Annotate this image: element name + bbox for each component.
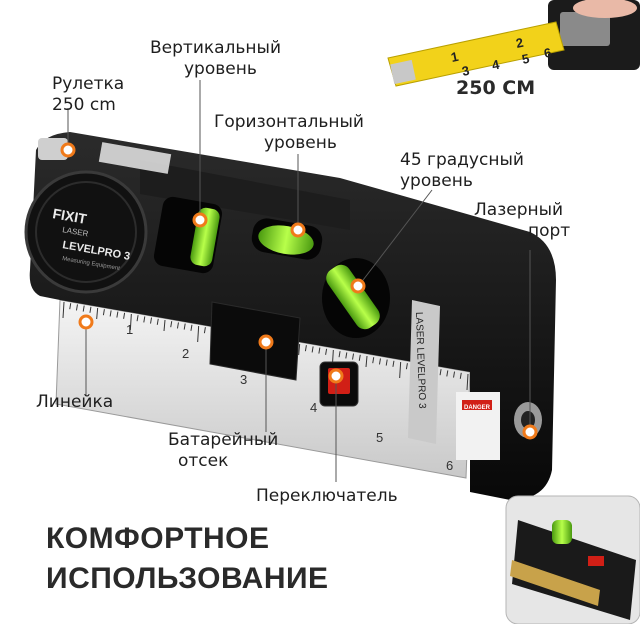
- label-tape-line1: Рулетка: [52, 74, 125, 94]
- label-45: 45 градусный уровень: [400, 150, 524, 192]
- label-vertical-line1: Вертикальный: [150, 38, 282, 58]
- ruler-tick: [385, 359, 388, 366]
- ruler-tick: [325, 348, 328, 355]
- label-laser-line2: порт: [528, 221, 571, 241]
- ruler-tick: [453, 371, 456, 378]
- headline-line2: ИСПОЛЬЗОВАНИЕ: [46, 562, 329, 595]
- label-horizontal: Горизонтальный уровень: [214, 112, 364, 154]
- leader-lines: [67, 80, 531, 482]
- side-text: LASER LEVELPRO 3: [413, 312, 427, 409]
- tape-tick-3: 3: [461, 63, 471, 79]
- ruler-tick: [311, 346, 314, 353]
- ruler-tick: [96, 307, 99, 320]
- ruler-tick: [129, 313, 132, 331]
- marker-ruler: [78, 314, 94, 330]
- ruler-tick: [392, 360, 395, 367]
- ruler-tick: [75, 304, 78, 311]
- ruler-tick: [378, 358, 381, 365]
- label-switch: Переключатель: [256, 486, 398, 506]
- ruler-tick: [338, 351, 341, 358]
- ruler-tick: [345, 352, 348, 359]
- label-battery-line1: Батарейный: [168, 430, 279, 450]
- label-horizontal-line1: Горизонтальный: [214, 112, 364, 132]
- marker-vertical: [192, 212, 208, 228]
- ruler-tick: [466, 373, 469, 391]
- ruler-tick: [150, 317, 153, 324]
- ruler-tick: [143, 316, 146, 323]
- ruler-tick: [89, 306, 92, 313]
- ruler-tick: [136, 315, 139, 322]
- ruler-tick: [116, 311, 119, 318]
- label-battery: Батарейный отсек: [168, 430, 278, 472]
- ruler-tick: [197, 325, 200, 343]
- ruler-tick: [459, 372, 462, 379]
- ruler-tick-labels: 1 2 3 4 5 6: [126, 322, 453, 473]
- ruler-label-6: 6: [446, 458, 453, 473]
- ruler-tick: [183, 323, 186, 330]
- label-laser-line1: Лазерный: [474, 200, 564, 220]
- ruler-label-2: 2: [182, 346, 189, 361]
- tape-tick-2: 2: [515, 35, 525, 51]
- label-45-line1: 45 градусный: [400, 150, 524, 170]
- ruler-tick: [399, 361, 402, 379]
- ruler-tick: [439, 369, 442, 376]
- ruler-label-3: 3: [240, 372, 247, 387]
- ruler-tick: [365, 355, 368, 368]
- label-horizontal-line2: уровень: [264, 133, 337, 153]
- ruler-tick: [62, 301, 65, 319]
- marker-laser: [522, 424, 538, 440]
- label-tape: Рулетка 250 cm: [52, 74, 124, 116]
- callout-markers: [60, 142, 538, 440]
- marker-45: [350, 278, 366, 294]
- ruler-tick: [372, 357, 375, 364]
- headline-line1: КОМФОРТНОЕ: [46, 522, 270, 555]
- ruler-tick: [358, 354, 361, 361]
- label-ruler: Линейка: [36, 392, 114, 412]
- ruler-tick: [318, 347, 321, 354]
- ruler-tick: [298, 343, 301, 356]
- label-battery-line2: отсек: [178, 451, 229, 471]
- tape-measure-callout: 1 2 3 4 5 6: [387, 0, 640, 87]
- tape-tick-6: 6: [543, 45, 553, 61]
- marker-switch: [328, 368, 344, 384]
- label-vertical-line2: уровень: [184, 59, 257, 79]
- ruler-tick: [176, 322, 179, 329]
- ruler-tick: [446, 370, 449, 377]
- ruler-tick: [405, 363, 408, 370]
- label-45-line2: уровень: [400, 171, 473, 191]
- ruler-label-5: 5: [376, 430, 383, 445]
- ruler-tick: [203, 327, 206, 334]
- ruler-tick: [82, 305, 85, 312]
- ruler-label-4: 4: [310, 400, 317, 415]
- ruler-tick: [170, 321, 173, 328]
- marker-tape: [60, 142, 76, 158]
- brand-text: FIXIT: [51, 205, 88, 227]
- ruler-tick: [69, 303, 72, 310]
- tape-tick-labels: 1 2 3 4 5 6: [450, 35, 553, 79]
- ruler-tick: [304, 345, 307, 352]
- ruler-tick: [156, 318, 159, 325]
- warning-text: DANGER: [464, 405, 491, 411]
- ruler-tick: [163, 319, 166, 332]
- marker-horizontal: [290, 222, 306, 238]
- ruler-tick: [352, 353, 355, 360]
- tape-tick-5: 5: [521, 51, 531, 67]
- ruler-tick: [123, 312, 126, 319]
- label-vertical: Вертикальный уровень: [150, 38, 281, 80]
- label-laser: Лазерный порт: [474, 200, 570, 242]
- ruler-tick: [109, 310, 112, 317]
- ruler-label-1: 1: [126, 322, 133, 337]
- ruler-tick: [102, 309, 105, 316]
- inset-photo: [505, 495, 640, 624]
- tape-tick-1: 1: [450, 49, 460, 65]
- tape-tick-4: 4: [491, 57, 502, 73]
- label-tape-line2: 250 cm: [52, 95, 116, 115]
- ruler-tick: [190, 324, 193, 331]
- marker-battery: [258, 334, 274, 350]
- tape-length-callout: 250 CM: [456, 77, 536, 99]
